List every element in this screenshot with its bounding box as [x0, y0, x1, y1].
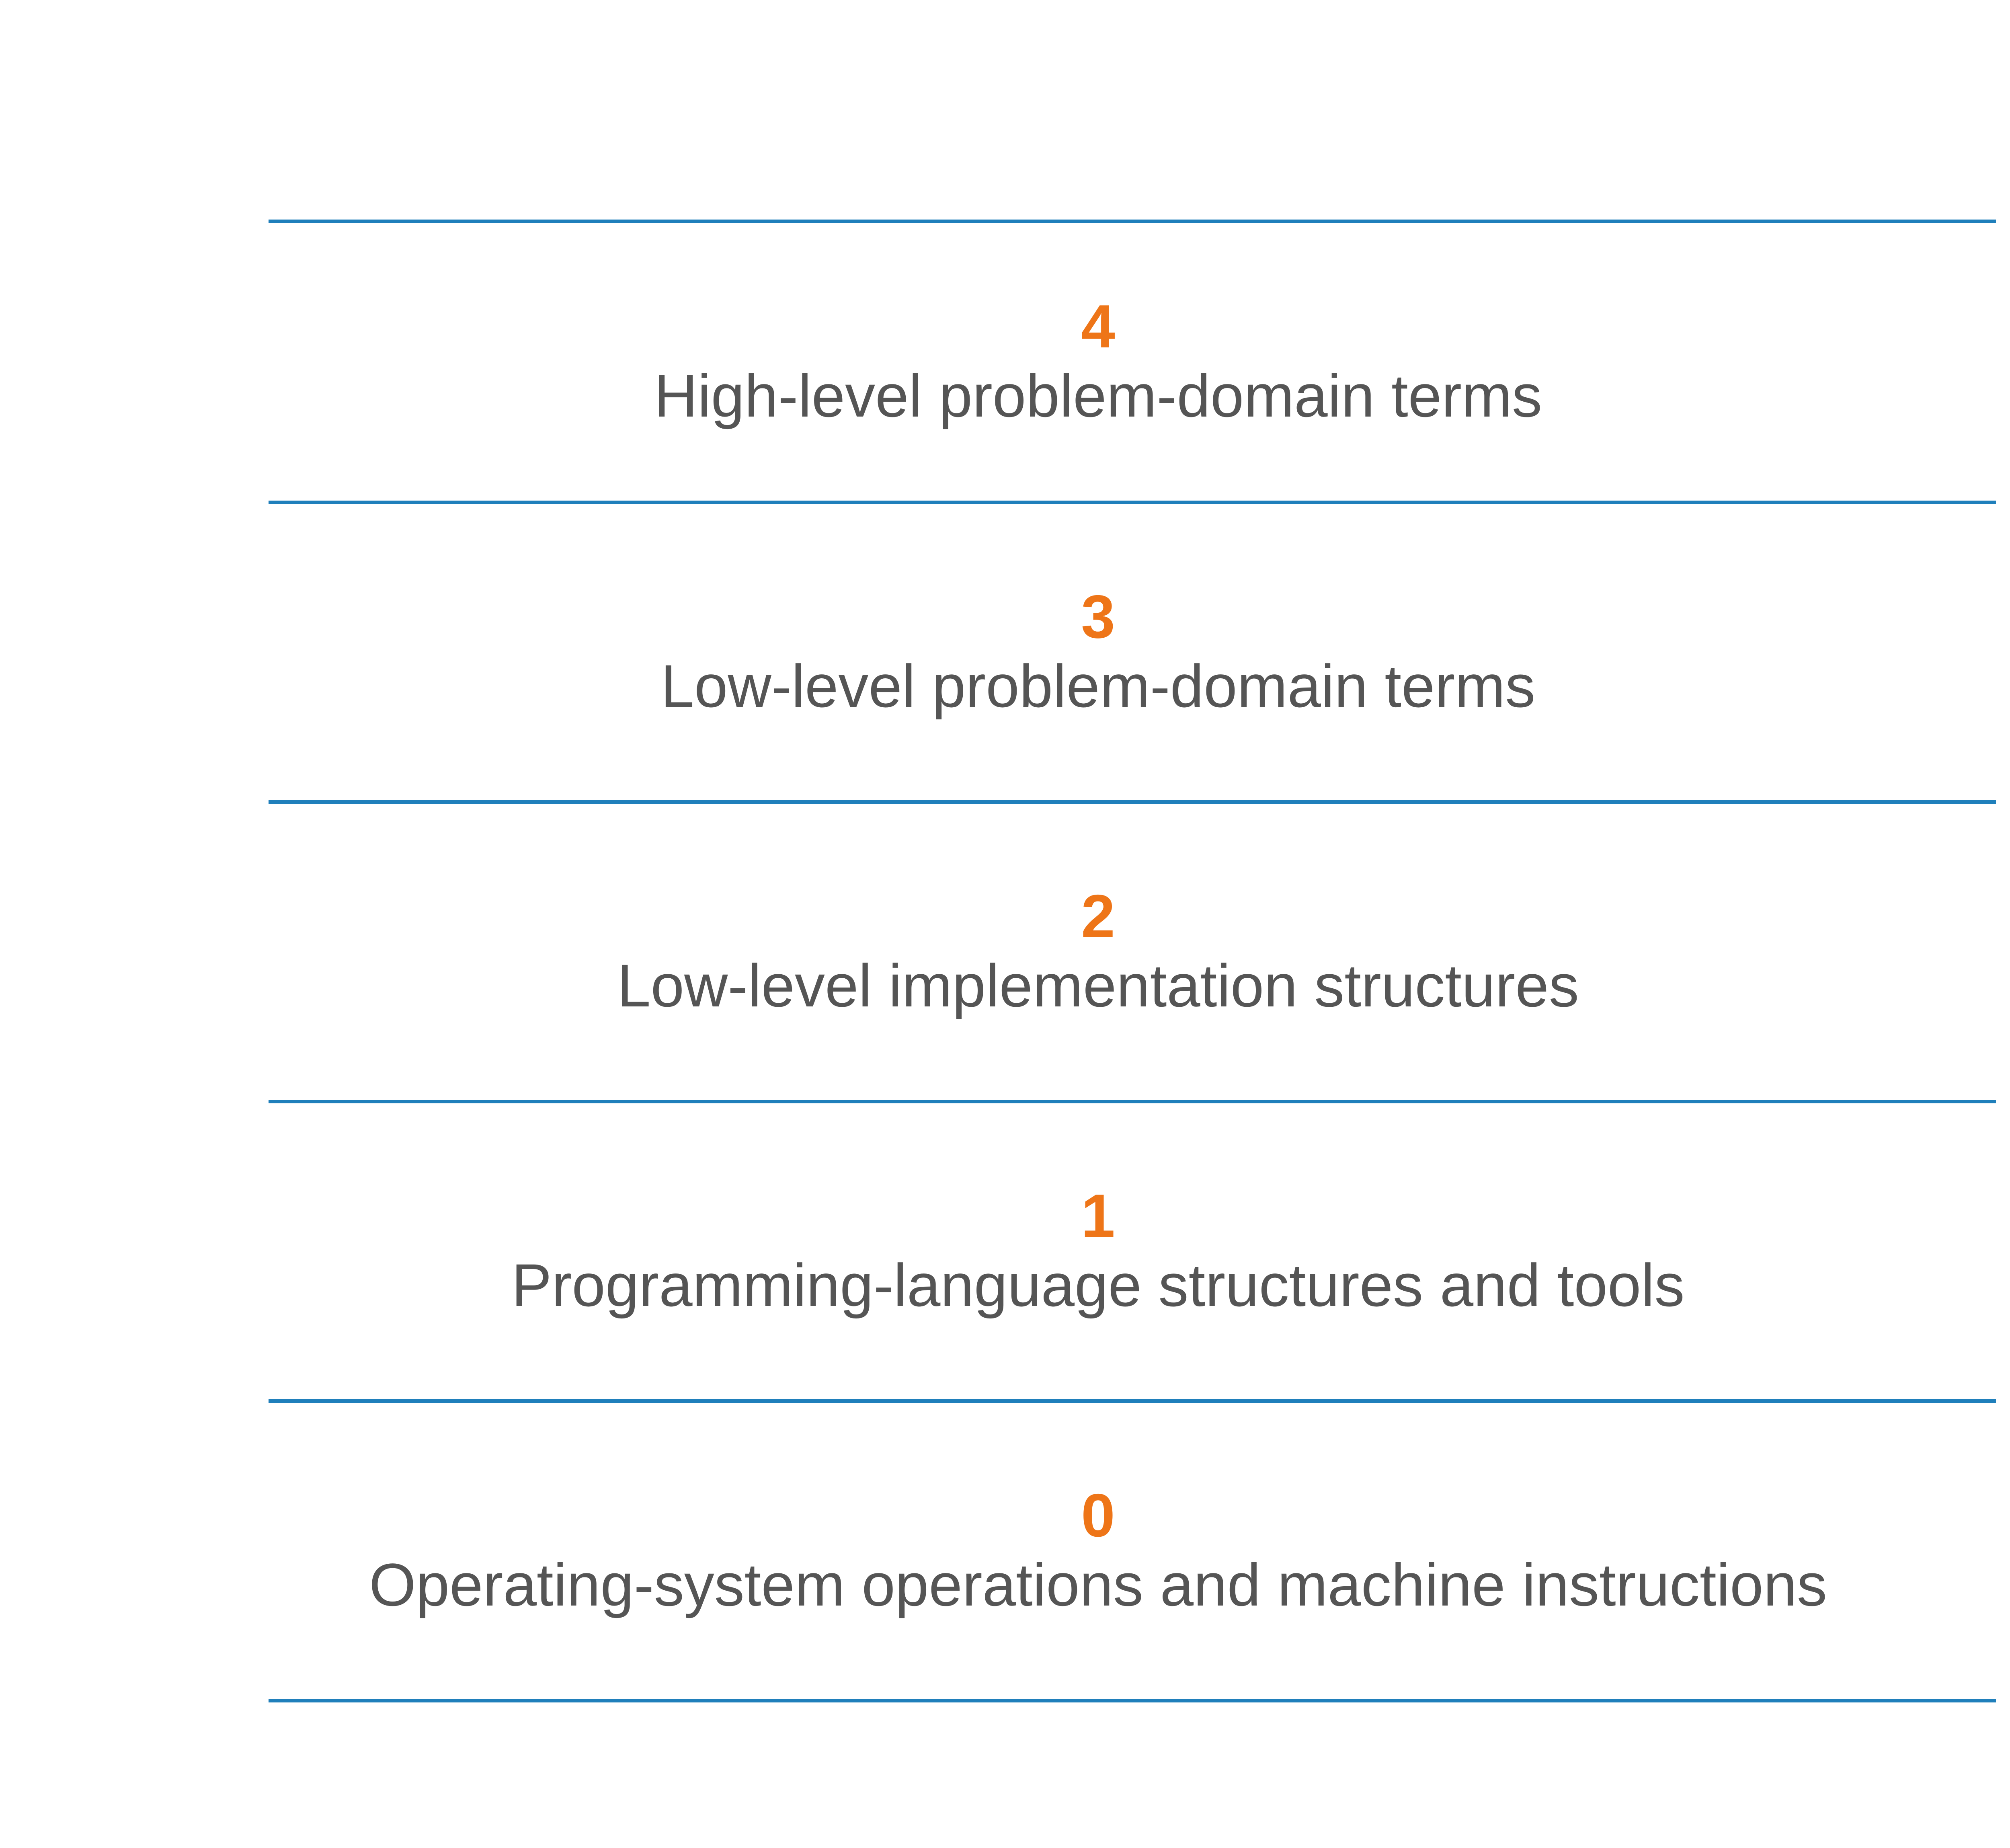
level-number-2: 2 [1081, 882, 1115, 951]
level-label-4: High-level problem-domain terms [654, 362, 1542, 430]
level-label-2: Low-level implementation structures [617, 952, 1579, 1020]
divider-rule-1-0 [269, 1399, 1996, 1403]
level-row-3[interactable]: 3 Low-level problem-domain terms [269, 504, 1996, 800]
divider-rule-top [269, 220, 1996, 223]
divider-rule-4-3 [269, 501, 1996, 504]
level-label-1: Programming-language structures and tool… [511, 1251, 1685, 1319]
level-label-3: Low-level problem-domain terms [660, 652, 1536, 720]
level-number-1: 1 [1081, 1182, 1115, 1250]
level-number-3: 3 [1081, 583, 1115, 651]
abstraction-levels-stack: 4 High-level problem-domain terms 3 Low-… [269, 220, 1996, 1702]
level-number-4: 4 [1081, 292, 1115, 361]
level-number-0: 0 [1081, 1481, 1115, 1550]
divider-rule-bottom [269, 1699, 1996, 1702]
level-label-0: Operating-system operations and machine … [369, 1551, 1827, 1619]
divider-rule-2-1 [269, 1100, 1996, 1103]
divider-rule-3-2 [269, 800, 1996, 804]
level-row-0[interactable]: 0 Operating-system operations and machin… [269, 1403, 1996, 1699]
level-row-1[interactable]: 1 Programming-language structures and to… [269, 1103, 1996, 1399]
level-row-2[interactable]: 2 Low-level implementation structures [269, 804, 1996, 1100]
level-row-4[interactable]: 4 High-level problem-domain terms [269, 223, 1996, 501]
